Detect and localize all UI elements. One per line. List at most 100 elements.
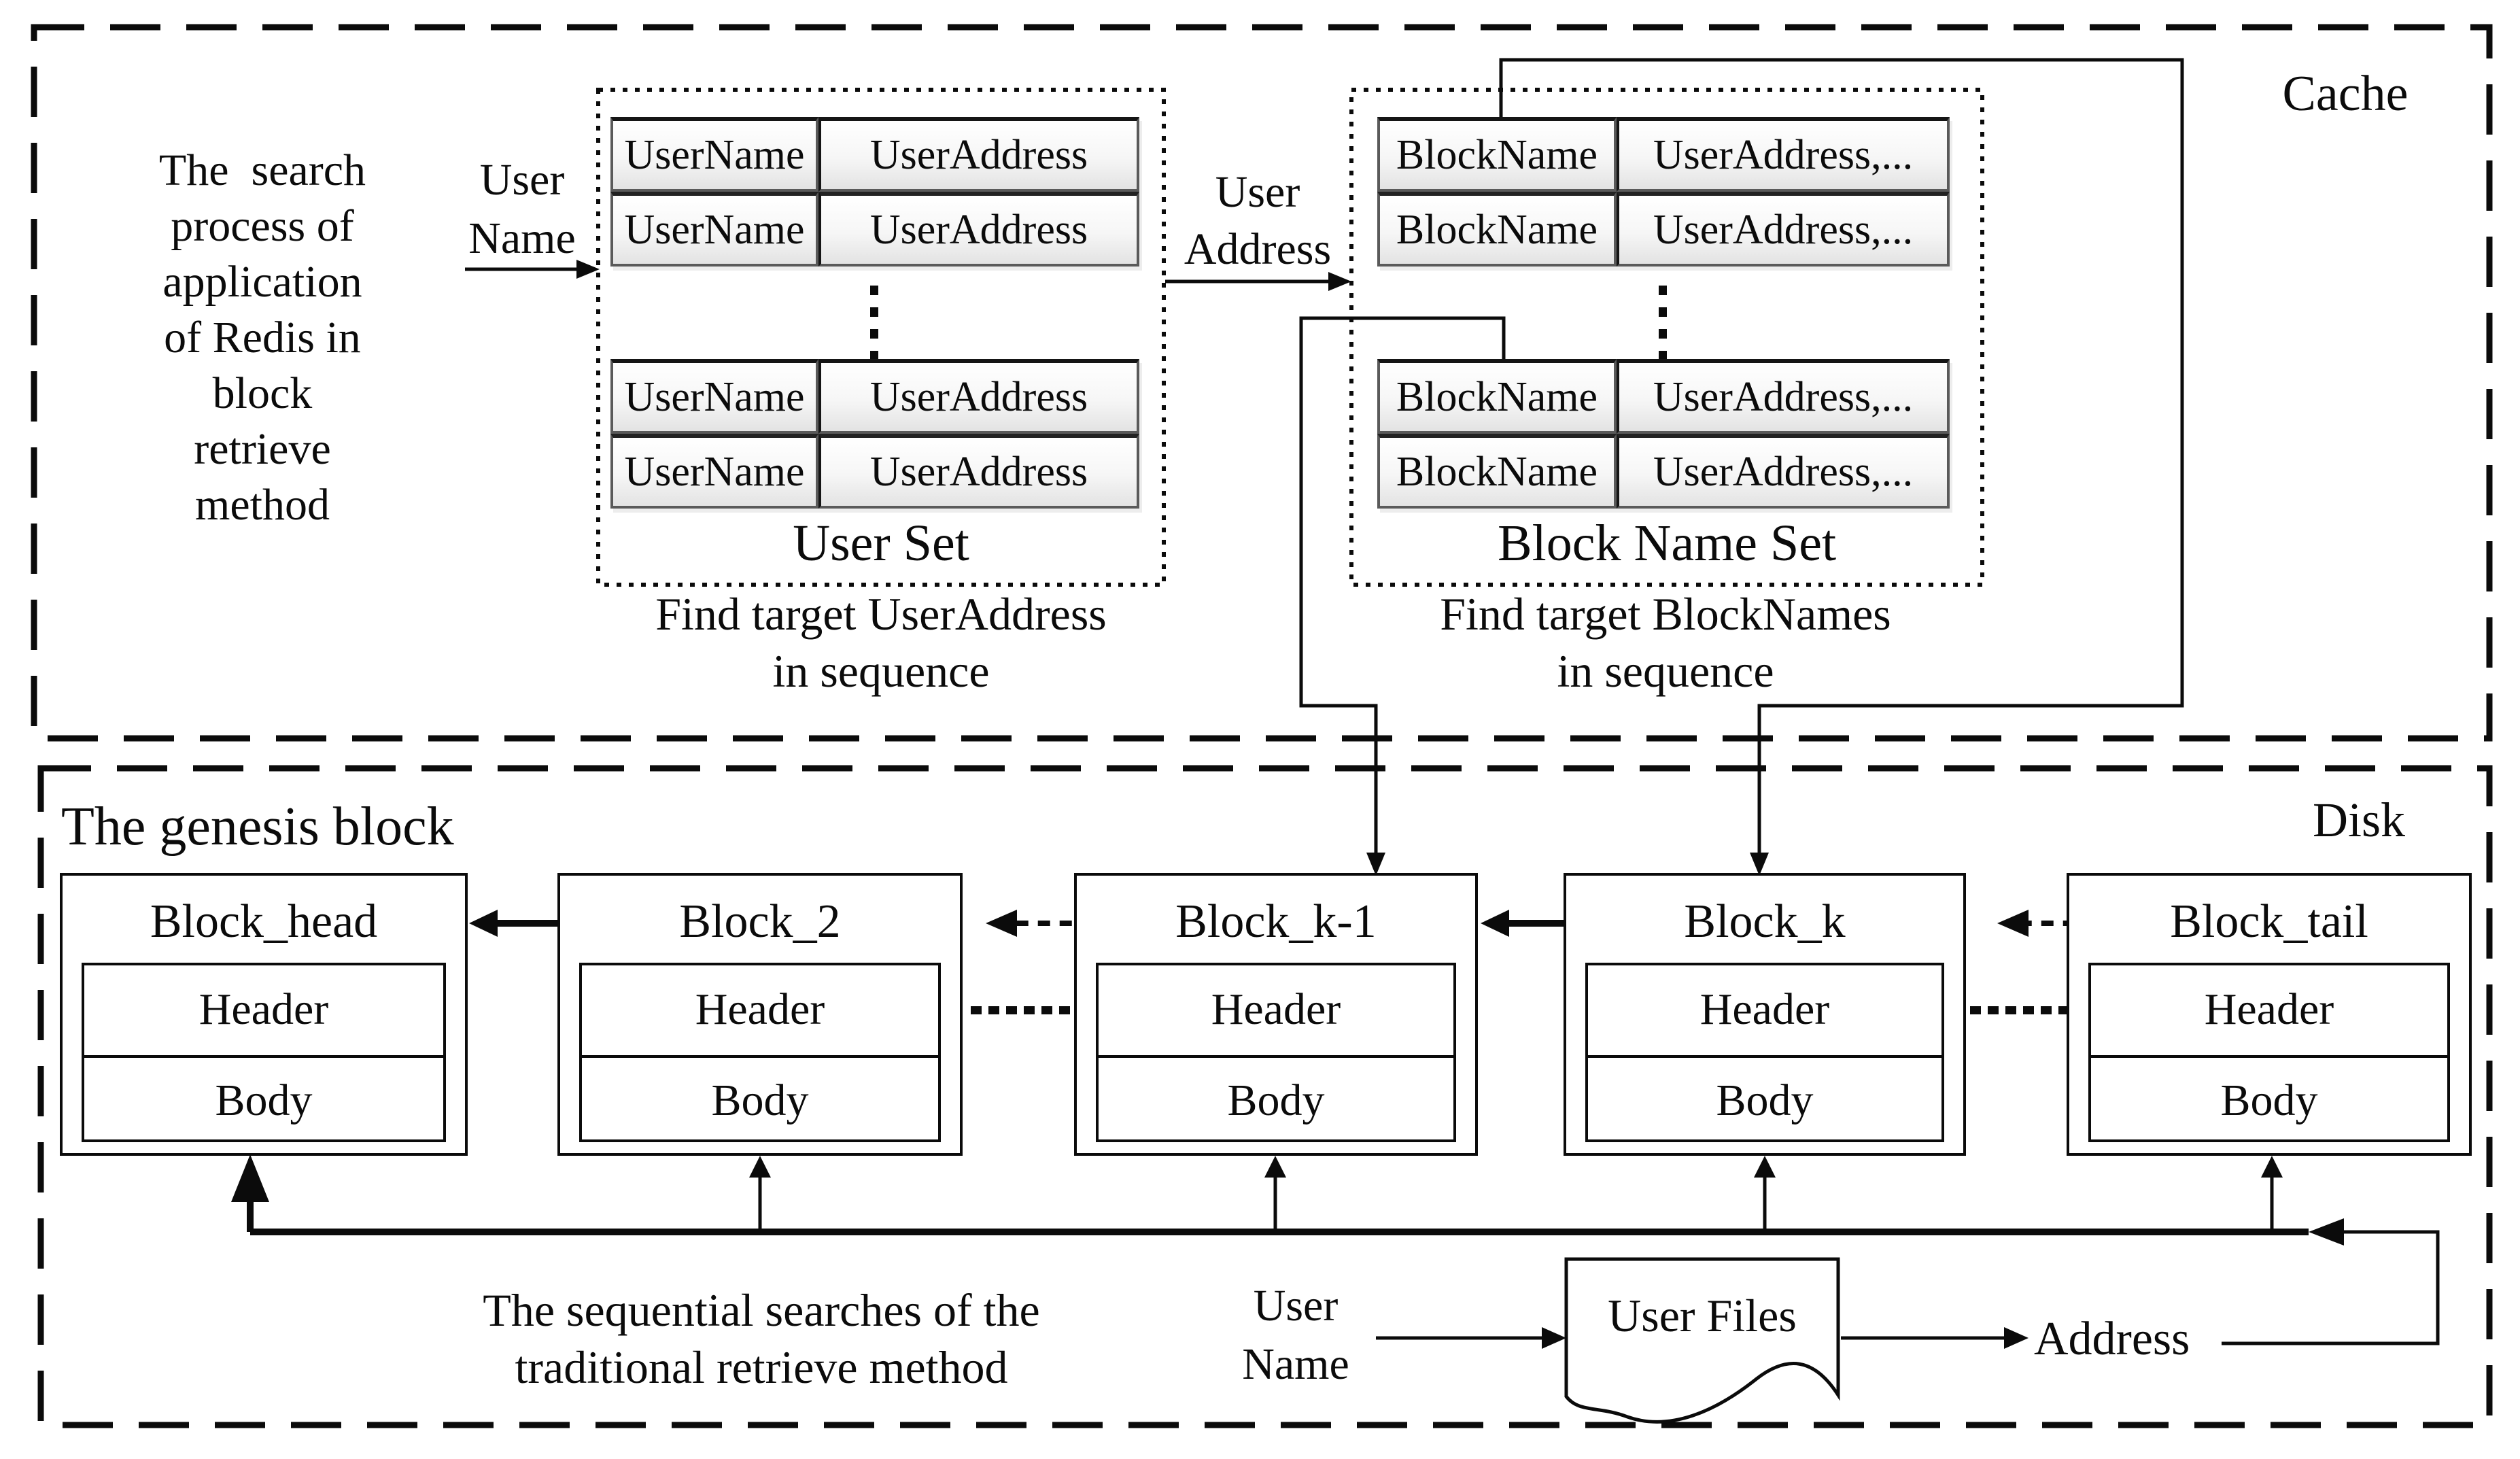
user-files-label: User Files xyxy=(1608,1292,1797,1342)
table-row: UserName UserAddress xyxy=(610,117,1139,192)
block-body-row: Body xyxy=(84,1055,443,1145)
bns-cell-useraddress: UserAddress,... xyxy=(1617,117,1950,192)
user-set-cell-useraddress: UserAddress xyxy=(818,117,1139,192)
bns-note-line1: Find target BlockNames xyxy=(1440,590,1891,640)
disk-user-name-line2: Name xyxy=(1242,1341,1349,1390)
intro-line: block xyxy=(212,370,313,419)
bns-cell-blockname: BlockName xyxy=(1377,434,1617,509)
block-name-set-ellipsis xyxy=(1659,286,1667,360)
block-body-row: Body xyxy=(1588,1055,1941,1145)
block-inner-box: Header Body xyxy=(2088,963,2450,1142)
up-arrow-block2 xyxy=(749,1156,771,1229)
disk-region-label: Disk xyxy=(2312,793,2405,847)
cache-region-border xyxy=(31,24,2493,742)
chain-ellipsis-left xyxy=(971,1006,1070,1014)
cache-intro-text: The search process of application of Red… xyxy=(120,144,405,534)
intro-line: retrieve xyxy=(194,426,331,475)
block-header-row: Header xyxy=(2204,985,2334,1034)
user-files-document-shape xyxy=(1564,1257,1840,1424)
bns-cell-blockname: BlockName xyxy=(1377,192,1617,267)
user-set-note: Find target UserAddress in sequence xyxy=(585,587,1177,702)
userfiles-to-address-arrow xyxy=(1841,1327,2029,1349)
chain-ellipsis-right xyxy=(1970,1006,2069,1014)
intro-line: application xyxy=(162,258,362,307)
user-set-cell-useraddress: UserAddress xyxy=(818,192,1139,267)
cache-region-label: Cache xyxy=(2282,67,2409,122)
address-label: Address xyxy=(2034,1312,2190,1365)
user-name-arrow-label: User Name xyxy=(439,152,605,269)
user-set-cell-useraddress: UserAddress xyxy=(818,359,1139,434)
intro-line: process of xyxy=(171,203,354,252)
block-title: Block_tail xyxy=(2170,895,2368,948)
block-inner-box: Header Body xyxy=(1585,963,1944,1142)
block-k-box: Block_k Header Body xyxy=(1564,873,1966,1156)
block-body-row: Body xyxy=(1099,1055,1453,1145)
user-set-border xyxy=(596,88,1166,587)
table-row: UserName UserAddress xyxy=(610,359,1139,434)
block-inner-box: Header Body xyxy=(579,963,941,1142)
up-arrow-blockk1 xyxy=(1264,1156,1286,1229)
user-set-note-line2: in sequence xyxy=(772,647,990,698)
block-title: Block_k-1 xyxy=(1175,895,1377,948)
sequential-search-caption: The sequential searches of the tradition… xyxy=(408,1284,1115,1398)
seq-caption-line1: The sequential searches of the xyxy=(483,1286,1040,1337)
block-title: Block_2 xyxy=(679,895,841,948)
block-name-set-table-bottom: BlockName UserAddress,... BlockName User… xyxy=(1377,359,1950,509)
user-name-line2: Name xyxy=(468,215,576,264)
block-head-box: Block_head Header Body xyxy=(60,873,468,1156)
user-set-ellipsis xyxy=(870,286,878,360)
table-row: BlockName UserAddress,... xyxy=(1377,192,1950,267)
intro-line: The search xyxy=(158,147,366,196)
genesis-block-label: The genesis block xyxy=(61,795,454,857)
block-inner-box: Header Body xyxy=(82,963,446,1142)
user-set-table-bottom: UserName UserAddress UserName UserAddres… xyxy=(610,359,1139,509)
blockname-to-block-k-connector xyxy=(1499,58,2184,876)
up-arrow-blockk xyxy=(1754,1156,1776,1229)
block-name-set-table-top: BlockName UserAddress,... BlockName User… xyxy=(1377,117,1950,267)
table-row: BlockName UserAddress,... xyxy=(1377,434,1950,509)
table-row: UserName UserAddress xyxy=(610,192,1139,267)
up-arrow-blocktail xyxy=(2261,1156,2283,1229)
block-name-set-note: Find target BlockNames in sequence xyxy=(1353,587,1978,702)
sequential-search-line xyxy=(231,1154,2309,1235)
bns-note-line2: in sequence xyxy=(1557,647,1774,698)
user-name-arrow xyxy=(465,260,600,279)
disk-user-name-line1: User xyxy=(1253,1282,1339,1331)
bns-cell-blockname: BlockName xyxy=(1377,359,1617,434)
intro-line: method xyxy=(195,481,330,530)
block-header-row: Header xyxy=(1699,985,1830,1034)
user-set-cell-username: UserName xyxy=(610,359,818,434)
user-address-line1: User xyxy=(1215,169,1300,218)
block-tail-box: Block_tail Header Body xyxy=(2067,873,2472,1156)
block-body-row: Body xyxy=(2091,1055,2447,1145)
block-header-row: Header xyxy=(199,985,329,1034)
bns-cell-useraddress: UserAddress,... xyxy=(1617,434,1950,509)
block-header-row: Header xyxy=(695,985,825,1034)
user-set-cell-username: UserName xyxy=(610,117,818,192)
bns-cell-useraddress: UserAddress,... xyxy=(1617,192,1950,267)
blockname-to-block-k1-connector xyxy=(1299,316,1506,876)
username-to-userfiles-arrow xyxy=(1376,1327,1566,1349)
address-feedback-line xyxy=(2222,1218,2440,1345)
block-2-box: Block_2 Header Body xyxy=(557,873,963,1156)
user-set-cell-useraddress: UserAddress xyxy=(818,434,1139,509)
user-address-arrow-label: User Address xyxy=(1160,165,1356,279)
block-name-set-caption: Block Name Set xyxy=(1497,515,1837,572)
block-k1-box: Block_k-1 Header Body xyxy=(1074,873,1478,1156)
block-inner-box: Header Body xyxy=(1096,963,1456,1142)
table-row: BlockName UserAddress,... xyxy=(1377,117,1950,192)
user-set-table-top: UserName UserAddress UserName UserAddres… xyxy=(610,117,1139,267)
block-body-row: Body xyxy=(582,1055,938,1145)
block-title: Block_head xyxy=(150,895,378,948)
user-name-line1: User xyxy=(479,156,565,205)
table-row: BlockName UserAddress,... xyxy=(1377,359,1950,434)
user-set-cell-username: UserName xyxy=(610,192,818,267)
bns-cell-useraddress: UserAddress,... xyxy=(1617,359,1950,434)
table-row: UserName UserAddress xyxy=(610,434,1139,509)
user-address-arrow xyxy=(1165,272,1351,291)
user-set-note-line1: Find target UserAddress xyxy=(655,590,1107,640)
intro-line: of Redis in xyxy=(164,314,361,363)
disk-user-name-label: User Name xyxy=(1221,1278,1370,1395)
bns-cell-blockname: BlockName xyxy=(1377,117,1617,192)
